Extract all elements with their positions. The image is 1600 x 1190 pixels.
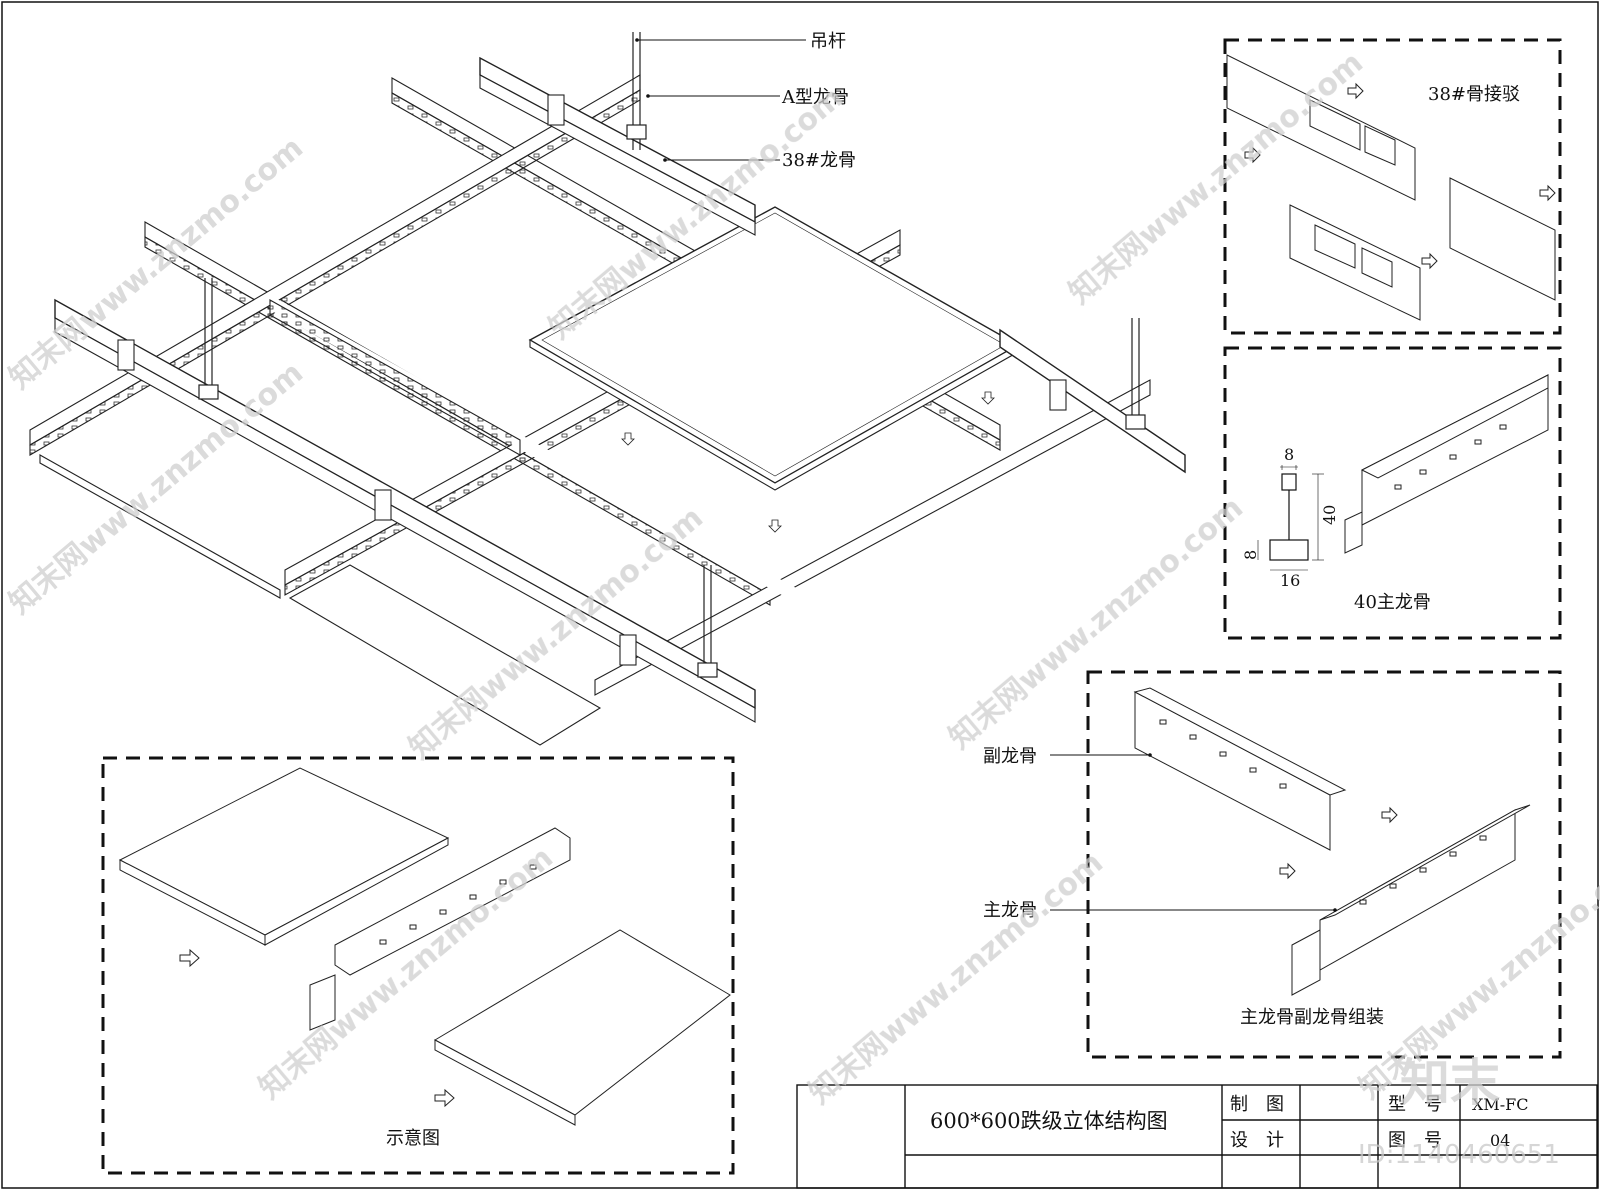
threaded-rod-1 — [626, 32, 647, 150]
panel-raised — [528, 206, 1020, 491]
drawing-no-label: 图 号 — [1388, 1130, 1442, 1151]
label-38-keel: 38#龙骨 — [782, 150, 856, 171]
label-main-keel: 主龙骨 — [983, 900, 1037, 921]
label-38-joint: 38#骨接驳 — [1428, 84, 1520, 105]
title-block — [796, 1084, 1598, 1189]
drawing-title: 600*600跌级立体结构图 — [930, 1109, 1168, 1133]
label-a-keel: A型龙骨 — [781, 87, 849, 108]
main-channel-2 — [54, 298, 756, 723]
dim-top: 8 — [1284, 445, 1294, 464]
detail-box-main40 — [1223, 346, 1562, 640]
down-arrow-icon — [621, 391, 995, 533]
threaded-rod-4 — [1125, 318, 1146, 430]
schematic-drawing — [118, 767, 731, 1126]
model-value: XM-FC — [1472, 1095, 1529, 1114]
main-isometric-assembly — [29, 32, 1186, 750]
dim-base: 16 — [1280, 571, 1300, 590]
label-assembly: 主龙骨副龙骨组装 — [1240, 1007, 1384, 1028]
design-label: 设 计 — [1230, 1130, 1284, 1151]
assembly-drawing — [1133, 687, 1531, 996]
detail-box-schematic — [101, 756, 735, 1175]
watermark-text: 知末网www.znzmo.com — [803, 845, 1110, 1111]
callout-leaders — [635, 38, 806, 162]
detail-box-joint — [1223, 38, 1562, 335]
label-schematic: 示意图 — [386, 1128, 440, 1149]
panel-lower — [288, 564, 602, 746]
main40-iso — [1344, 374, 1549, 554]
watermark-id: ID:1140460651 — [1358, 1140, 1560, 1170]
threaded-rod-3 — [697, 565, 718, 678]
profile-section — [1257, 465, 1324, 571]
long-keel-3 — [594, 379, 1151, 696]
dim-side: 8 — [1241, 550, 1260, 560]
watermark-logo: 知末 — [1400, 1054, 1500, 1112]
threaded-rod-2 — [198, 278, 219, 400]
drawing-no-value: 04 — [1490, 1131, 1510, 1150]
made-by-label: 制 图 — [1230, 1094, 1284, 1115]
long-keel-1 — [29, 74, 641, 456]
joint-drawing — [1226, 54, 1556, 321]
model-label: 型 号 — [1388, 1094, 1442, 1115]
assembly-leaders — [1050, 753, 1337, 912]
detail-box-assembly — [1086, 670, 1562, 1059]
panel-left — [39, 454, 281, 599]
cross-keel-3 — [269, 295, 1060, 750]
label-rod: 吊杆 — [810, 31, 846, 52]
main-channel-3 — [999, 328, 1186, 474]
label-40-main: 40主龙骨 — [1354, 592, 1431, 613]
label-sub-keel: 副龙骨 — [983, 746, 1037, 767]
dim-height: 40 — [1320, 505, 1339, 525]
